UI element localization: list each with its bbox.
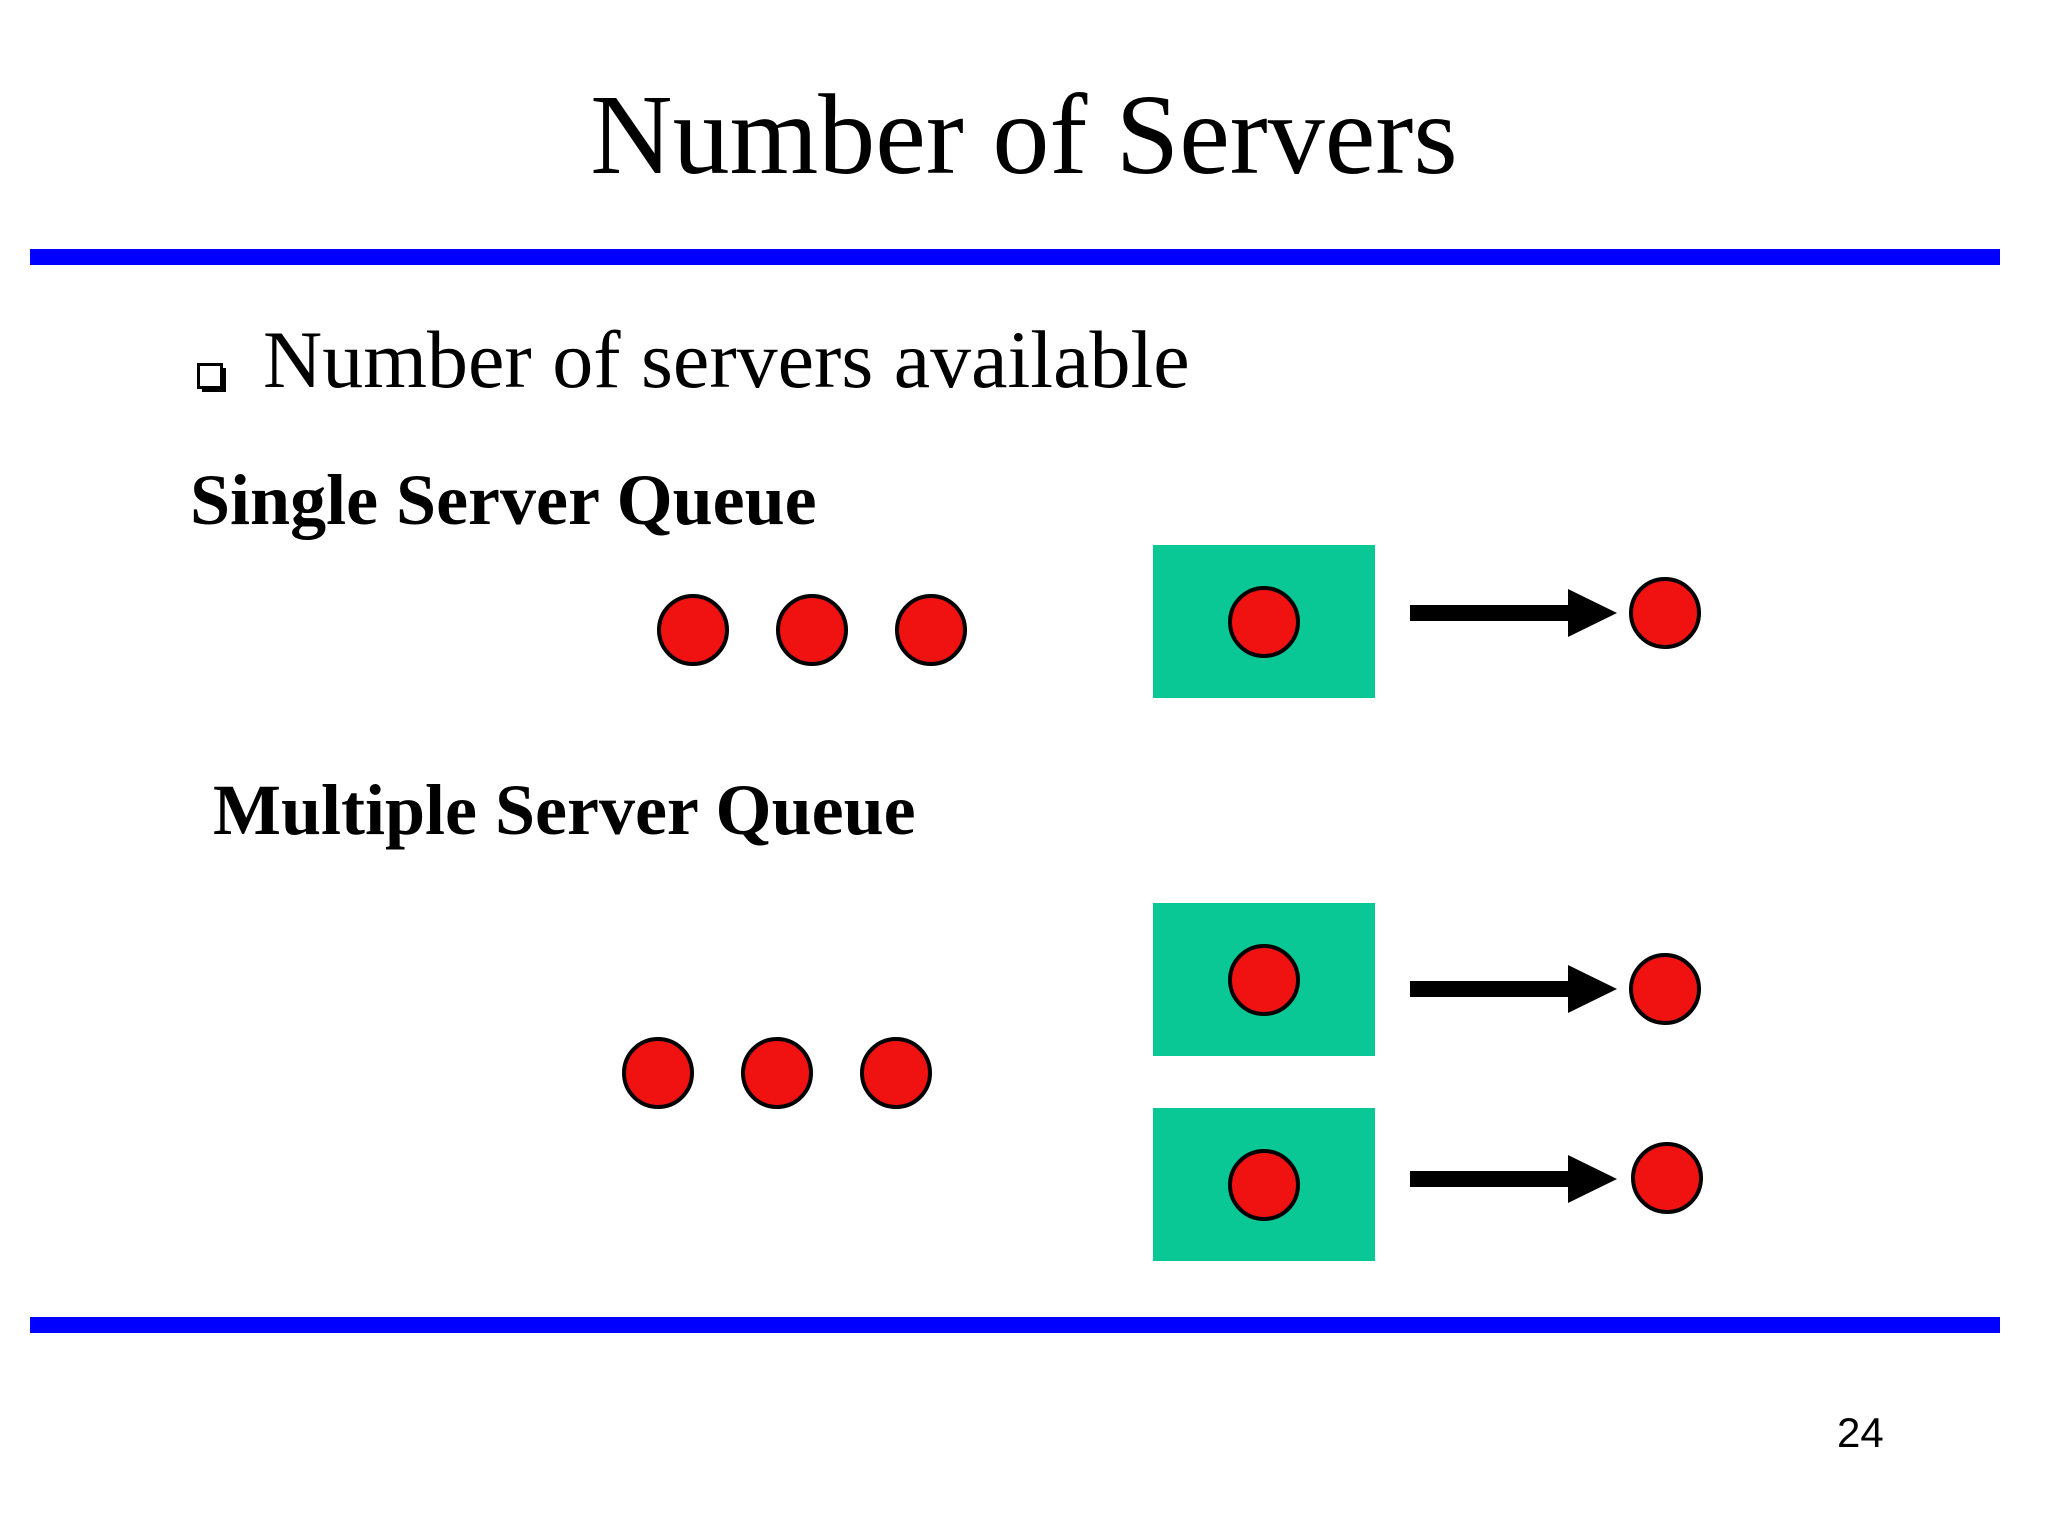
in-service-customer-circle	[1228, 1148, 1300, 1221]
departed-customer-circle	[1629, 577, 1701, 649]
bullet-text: Number of servers available	[263, 314, 1190, 405]
page-number: 24	[1837, 1409, 1884, 1456]
arrow-shaft	[1410, 605, 1568, 621]
single-server-section-label: Single Server Queue	[190, 460, 817, 540]
departure-arrow-icon	[1410, 1155, 1617, 1203]
server-box	[1153, 545, 1375, 698]
customer-circle	[776, 594, 848, 666]
customer-circle	[622, 1037, 694, 1109]
multiple-queue-waiting-customers	[622, 1037, 932, 1109]
in-service-customer-circle	[1228, 585, 1300, 658]
single-queue-waiting-customers	[657, 594, 967, 666]
top-divider-line	[30, 249, 2000, 265]
arrow-head	[1568, 965, 1617, 1013]
bullet-item: Number of servers available	[197, 319, 1190, 401]
customer-circle	[657, 594, 729, 666]
departed-customer-circle	[1631, 1142, 1703, 1214]
multiple-server-section-label: Multiple Server Queue	[213, 770, 916, 850]
arrow-head	[1568, 589, 1617, 637]
departure-arrow-icon	[1410, 965, 1617, 1013]
customer-circle	[895, 594, 967, 666]
server-box	[1153, 1108, 1375, 1261]
arrow-shaft	[1410, 1171, 1568, 1187]
departure-arrow-icon	[1410, 589, 1617, 637]
slide-title: Number of Servers	[590, 71, 1458, 198]
square-bullet-icon	[197, 363, 223, 389]
departed-customer-circle	[1629, 953, 1701, 1025]
customer-circle	[860, 1037, 932, 1109]
server-box	[1153, 903, 1375, 1056]
arrow-shaft	[1410, 981, 1568, 997]
bottom-divider-line	[30, 1317, 2000, 1333]
in-service-customer-circle	[1228, 943, 1300, 1016]
customer-circle	[741, 1037, 813, 1109]
arrow-head	[1568, 1155, 1617, 1203]
